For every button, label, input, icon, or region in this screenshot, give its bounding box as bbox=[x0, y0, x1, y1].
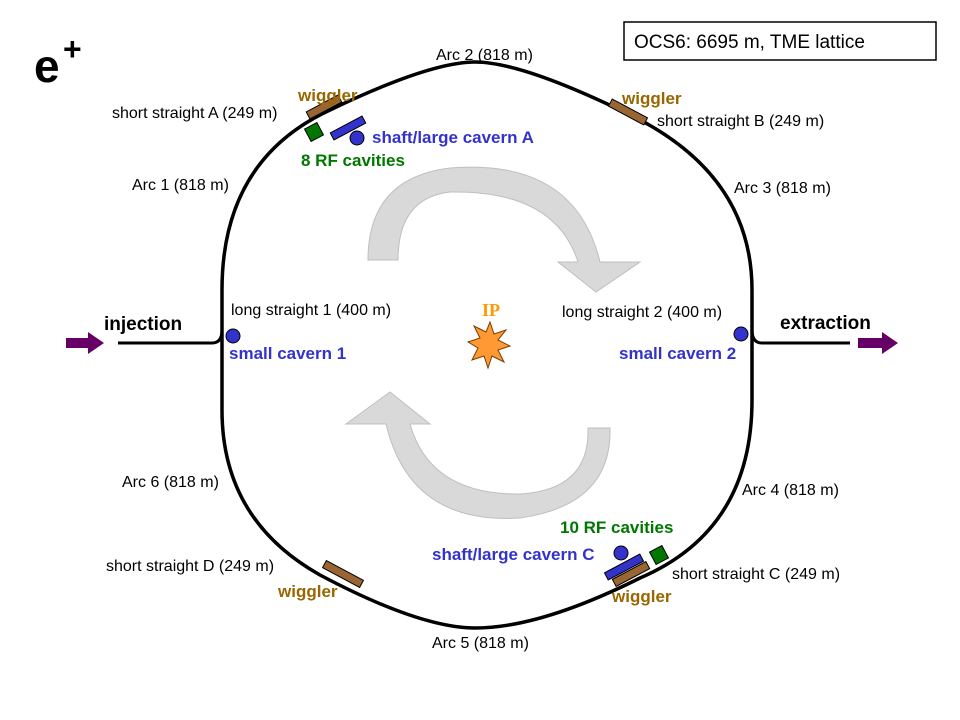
ip-label: IP bbox=[482, 300, 500, 320]
wiggler-d bbox=[321, 559, 365, 589]
arc2-label: Arc 2 (818 m) bbox=[436, 47, 533, 64]
arc4-label: Arc 4 (818 m) bbox=[742, 482, 839, 499]
shaft-cavern-c-label: shaft/large cavern C bbox=[432, 545, 595, 564]
arc3-label: Arc 3 (818 m) bbox=[734, 180, 831, 197]
injection-label: injection bbox=[104, 314, 182, 335]
extraction-label: extraction bbox=[780, 313, 871, 334]
small-cavern-1 bbox=[225, 328, 241, 344]
positron-symbol: e + bbox=[34, 31, 82, 92]
injection-arrow bbox=[66, 332, 104, 354]
rf-cavities-a-label: 8 RF cavities bbox=[301, 151, 405, 170]
ip-star-icon bbox=[466, 320, 512, 370]
small-cavern-2-label: small cavern 2 bbox=[619, 344, 736, 363]
short-straight-c-label: short straight C (249 m) bbox=[672, 566, 840, 583]
small-cavern-2 bbox=[733, 326, 749, 342]
long-straight-2-label: long straight 2 (400 m) bbox=[562, 304, 722, 321]
rf-cavities-c-label: 10 RF cavities bbox=[560, 518, 673, 537]
shaft-cavern-a-label: shaft/large cavern A bbox=[372, 128, 534, 147]
circulation-arrow-top bbox=[367, 166, 642, 293]
short-straight-a-label: short straight A (249 m) bbox=[112, 105, 277, 122]
wiggler-b-label: wiggler bbox=[621, 89, 682, 108]
rf-cavity-a bbox=[303, 121, 325, 143]
small-cavern-1-label: small cavern 1 bbox=[229, 344, 346, 363]
shaft-cavern-c bbox=[603, 545, 645, 581]
wiggler-c-label: wiggler bbox=[611, 587, 672, 606]
extraction-arrow bbox=[858, 332, 898, 354]
wiggler-d-label: wiggler bbox=[277, 582, 338, 601]
shaft-cavern-a bbox=[329, 115, 367, 146]
title-box: OCS6: 6695 m, TME lattice bbox=[623, 21, 937, 61]
particle-sup: + bbox=[63, 31, 82, 67]
short-straight-d-label: short straight D (249 m) bbox=[106, 558, 274, 575]
title-text: OCS6: 6695 m, TME lattice bbox=[634, 32, 865, 53]
storage-ring bbox=[220, 60, 754, 630]
wiggler-a-label: wiggler bbox=[297, 86, 358, 105]
particle-base: e bbox=[34, 40, 60, 92]
arc5-label: Arc 5 (818 m) bbox=[432, 635, 529, 652]
wiggler-b bbox=[607, 98, 649, 126]
wiggler-c bbox=[611, 560, 651, 588]
rf-cavity-c bbox=[648, 544, 670, 566]
circulation-arrow-bottom bbox=[344, 391, 611, 519]
arc6-label: Arc 6 (818 m) bbox=[122, 474, 219, 491]
arc1-label: Arc 1 (818 m) bbox=[132, 177, 229, 194]
short-straight-b-label: short straight B (249 m) bbox=[657, 113, 824, 130]
injection-line bbox=[118, 329, 224, 345]
long-straight-1-label: long straight 1 (400 m) bbox=[231, 302, 391, 319]
extraction-line bbox=[750, 329, 850, 345]
wiggler-a bbox=[305, 94, 343, 120]
